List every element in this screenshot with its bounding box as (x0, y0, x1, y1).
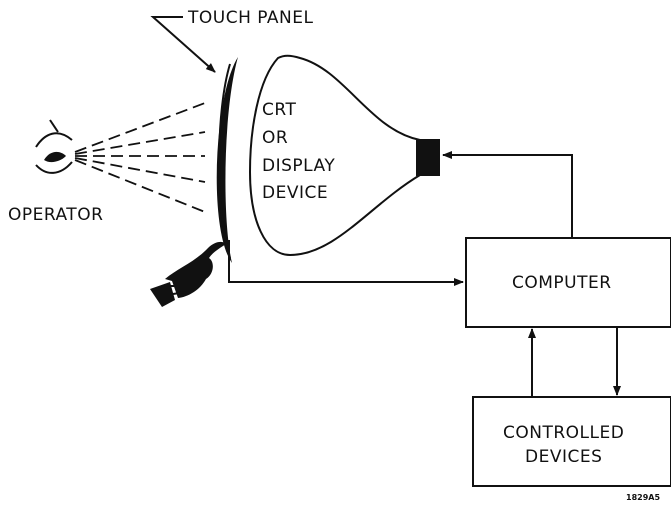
crt-label-line1: CRT (262, 100, 296, 120)
touch-panel-leader-line (150, 16, 216, 73)
computer-label: COMPUTER (512, 273, 612, 293)
operator-eye-icon (35, 119, 73, 174)
computer-box (465, 237, 671, 328)
controlled-devices-label-line1: CONTROLLED (503, 423, 624, 443)
controlled-devices-label-line2: DEVICES (525, 447, 602, 467)
crt-neck-connector (416, 139, 440, 176)
panel-to-computer-arrow (228, 240, 464, 286)
crt-label-line4: DEVICE (262, 183, 328, 203)
pointing-hand-icon (150, 241, 226, 307)
crt-label-line3: DISPLAY (262, 156, 335, 176)
controlled-devices-box (472, 396, 671, 487)
crt-label-line2: OR (262, 128, 288, 148)
touch-panel-inner-edge (218, 63, 231, 259)
touch-panel-label: TOUCH PANEL (187, 8, 314, 28)
operator-label: OPERATOR (8, 205, 103, 225)
operator-sight-lines (74, 102, 206, 213)
figure-id: 1829A5 (626, 493, 660, 502)
computer-to-display-arrow (442, 151, 573, 238)
crt-tube-outline (248, 54, 421, 257)
